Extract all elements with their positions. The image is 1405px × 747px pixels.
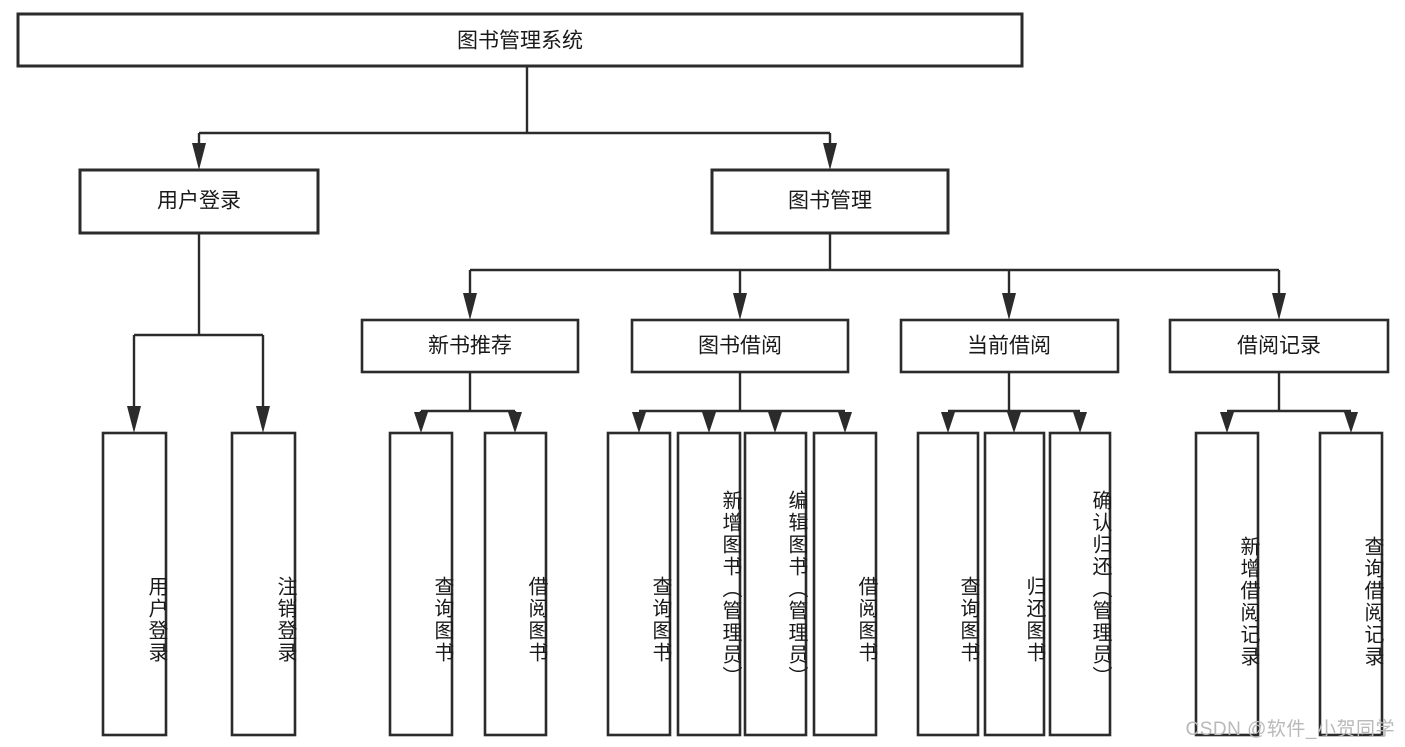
node-new-book-recommend-label: 新书推荐 xyxy=(428,335,512,358)
arrowhead-new-book-recommend xyxy=(463,293,477,320)
leaf-borrow-book-box[interactable] xyxy=(812,431,878,737)
leaf-borrow-book-recommend-box[interactable] xyxy=(483,431,548,737)
node-borrow-records-box[interactable] xyxy=(1168,318,1390,374)
connector-group-root xyxy=(192,66,837,170)
node-new-book-recommend-box[interactable] xyxy=(360,318,580,374)
arrowhead-current-borrow xyxy=(1002,293,1016,320)
leaf-query-book-borrow-box[interactable] xyxy=(606,431,672,737)
node-user-login-box[interactable] xyxy=(78,168,320,235)
leaf-confirm-return-box[interactable] xyxy=(1048,431,1112,737)
arrowhead-leaf-query-book-recommend xyxy=(414,412,428,433)
node-root-label: 图书管理系统 xyxy=(457,30,583,53)
leaf-query-book-recommend-box[interactable] xyxy=(388,431,454,737)
node-book-manage-box[interactable] xyxy=(710,168,950,235)
connector-group-current-borrow xyxy=(941,372,1087,433)
arrowhead-book-borrow xyxy=(733,293,747,320)
node-root[interactable]: 图书管理系统 xyxy=(16,12,1024,68)
arrowhead-leaf-add-book xyxy=(702,412,716,433)
leaf-return-book-box[interactable] xyxy=(983,431,1046,737)
leaf-query-book-current-box[interactable] xyxy=(916,431,980,737)
node-user-login[interactable]: 用户登录 xyxy=(78,168,320,235)
arrowhead-leaf-user-login xyxy=(127,406,141,433)
connector-group-new-book-recommend xyxy=(414,372,522,433)
node-borrow-records-label: 借阅记录 xyxy=(1237,335,1321,358)
node-current-borrow-box[interactable] xyxy=(899,318,1120,374)
connector-group-user-login xyxy=(127,233,270,433)
node-book-borrow[interactable]: 图书借阅 xyxy=(630,318,850,374)
connector-group-borrow-records xyxy=(1220,372,1358,433)
node-book-manage[interactable]: 图书管理 xyxy=(710,168,950,235)
arrowhead-leaf-borrow-book xyxy=(838,412,852,433)
leaf-user-login-box[interactable] xyxy=(101,431,168,737)
arrowhead-leaf-query-borrow-record xyxy=(1344,412,1358,433)
leaf-boxes xyxy=(101,431,1384,737)
node-user-login-label: 用户登录 xyxy=(157,190,241,213)
arrowhead-leaf-edit-book xyxy=(768,412,782,433)
arrowhead-book-manage xyxy=(823,143,837,170)
arrowhead-leaf-return-book xyxy=(1007,412,1021,433)
node-book-manage-label: 图书管理 xyxy=(788,190,872,213)
node-new-book-recommend[interactable]: 新书推荐 xyxy=(360,318,580,374)
connector-group-book-borrow xyxy=(632,372,852,433)
connector-group-book-manage xyxy=(463,233,1286,320)
leaf-logout-login-box[interactable] xyxy=(230,431,297,737)
leaf-add-book-box[interactable] xyxy=(676,431,742,737)
leaf-add-borrow-record-box[interactable] xyxy=(1194,431,1260,737)
arrowhead-user-login xyxy=(192,143,206,170)
arrowhead-leaf-query-book-current xyxy=(941,412,955,433)
node-book-borrow-box[interactable] xyxy=(630,318,850,374)
arrowhead-leaf-logout-login xyxy=(256,406,270,433)
csdn-watermark: CSDN @软件_小贺同学 xyxy=(1185,719,1395,740)
node-borrow-records[interactable]: 借阅记录 xyxy=(1168,318,1390,374)
arrowhead-leaf-borrow-book-recommend xyxy=(508,412,522,433)
node-root-box[interactable] xyxy=(16,12,1024,68)
arrowhead-leaf-query-book-borrow xyxy=(632,412,646,433)
node-current-borrow[interactable]: 当前借阅 xyxy=(899,318,1120,374)
node-book-borrow-label: 图书借阅 xyxy=(698,335,782,358)
arrowhead-leaf-add-borrow-record xyxy=(1220,412,1234,433)
leaf-edit-book-box[interactable] xyxy=(743,431,808,737)
arrowhead-borrow-records xyxy=(1272,293,1286,320)
arrowhead-leaf-confirm-return xyxy=(1073,412,1087,433)
leaf-query-borrow-record-box[interactable] xyxy=(1318,431,1384,737)
node-current-borrow-label: 当前借阅 xyxy=(967,335,1051,358)
